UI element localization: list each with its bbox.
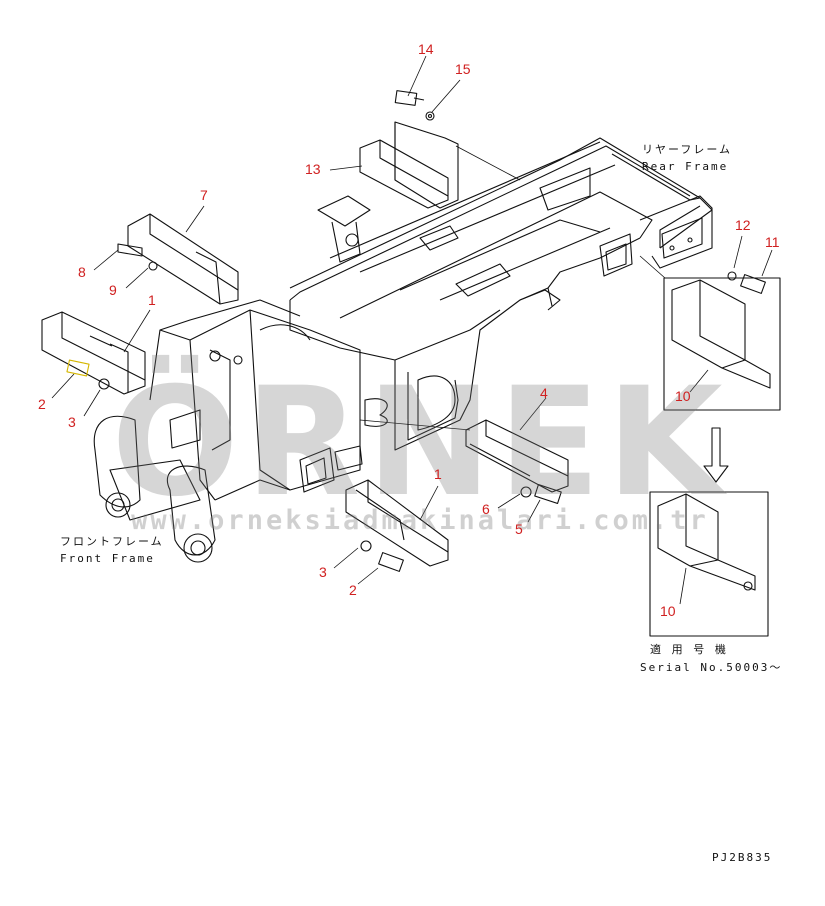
callout-15: 15 [455, 61, 471, 77]
down-arrow [703, 427, 729, 483]
part-13-drawing [359, 90, 459, 209]
rear-frame-label-jp: リヤーフレーム [642, 143, 733, 156]
callout-10-lower: 10 [660, 603, 676, 619]
rear-frame-label-en: Rear Frame [642, 160, 729, 173]
callout-3-lower: 3 [319, 564, 327, 580]
serial-label-jp: 適 用 号 機 [650, 643, 728, 656]
callout-5: 5 [515, 521, 523, 537]
callout-11: 11 [765, 234, 780, 250]
leader-lines [51, 55, 773, 605]
callout-4: 4 [540, 385, 548, 401]
serial-label-en: Serial No.50003〜 [640, 661, 783, 674]
callout-1-lower: 1 [434, 466, 442, 482]
front-frame-label-jp: フロントフレーム [60, 535, 164, 548]
callout-8: 8 [78, 264, 86, 280]
part-10-box-upper [663, 271, 781, 411]
callout-14: 14 [418, 41, 434, 57]
callout-7: 7 [200, 187, 208, 203]
callout-9: 9 [109, 282, 117, 298]
callout-13: 13 [305, 161, 321, 177]
callout-1-upper: 1 [148, 292, 156, 308]
callout-12: 12 [735, 217, 751, 233]
front-frame-drawing [93, 299, 388, 563]
part-10-box-lower [649, 491, 769, 637]
part-1-lower-drawing [345, 479, 449, 572]
watermark-brand: ÖRNEK [111, 356, 729, 530]
callout-6: 6 [482, 501, 490, 517]
callout-3-upper: 3 [68, 414, 76, 430]
callout-2-lower: 2 [349, 582, 357, 598]
watermark-url: www.orneksiadmakinalari.com.tr [131, 505, 709, 536]
drawing-code: PJ2B835 [712, 851, 773, 864]
callout-10-upper: 10 [675, 388, 691, 404]
part-4-drawing [465, 419, 569, 504]
part-1-upper-drawing [41, 311, 146, 395]
front-frame-label-en: Front Frame [60, 552, 155, 565]
part-7-drawing [117, 213, 239, 305]
callout-2-upper: 2 [38, 396, 46, 412]
